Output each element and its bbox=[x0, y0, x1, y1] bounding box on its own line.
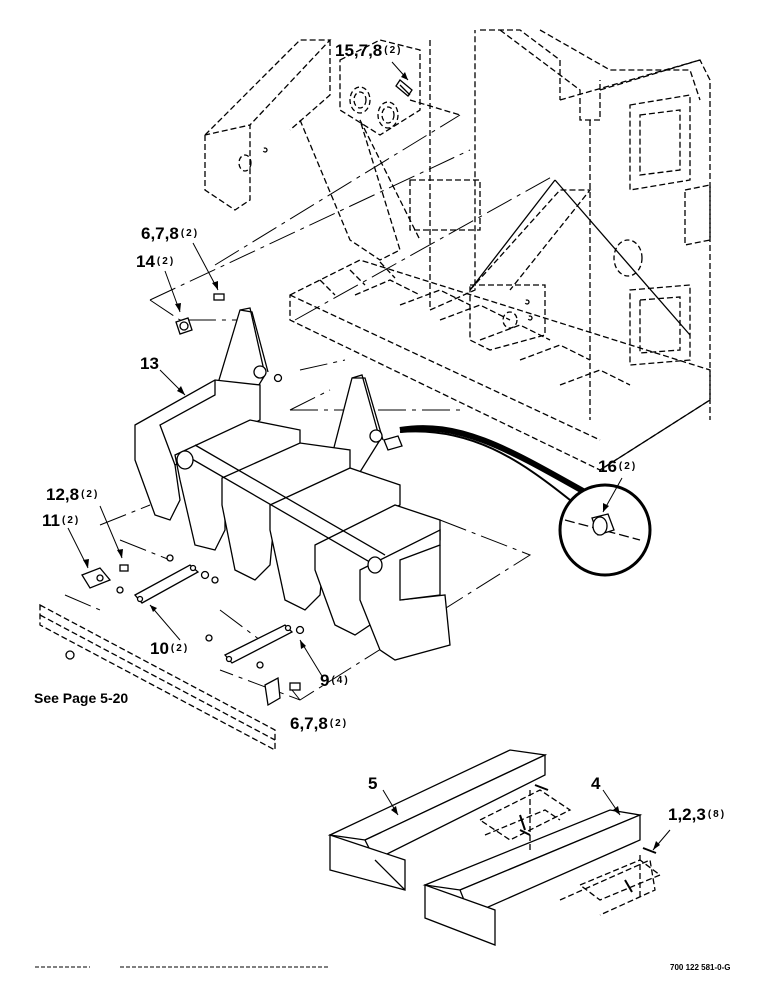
leader-arrowheads bbox=[83, 72, 660, 850]
wear-strip-mounts bbox=[478, 789, 662, 916]
callout-quantity: (2) bbox=[170, 643, 190, 654]
callout-quantity: (2) bbox=[180, 228, 200, 239]
callout-13: 13 bbox=[140, 355, 161, 373]
callout-12-8: 12,8(2) bbox=[46, 486, 99, 504]
callout-number: 4 bbox=[591, 774, 601, 793]
callout-number: 6,7,8 bbox=[290, 714, 328, 733]
callout-quantity: (2) bbox=[156, 256, 176, 267]
callout-quantity: (2) bbox=[61, 515, 81, 526]
callout-5: 5 bbox=[368, 775, 379, 793]
callout-number: 15,7,8 bbox=[335, 41, 383, 60]
wear-strip-hardware bbox=[519, 784, 657, 893]
callout-quantity: (8) bbox=[707, 809, 727, 820]
callout-number: 10 bbox=[150, 639, 169, 658]
angle-rail bbox=[39, 603, 276, 752]
wear-strip-5 bbox=[327, 749, 548, 891]
machine-frame bbox=[204, 29, 711, 471]
callout-10: 10(2) bbox=[150, 640, 189, 658]
callout-quantity: (2) bbox=[329, 718, 349, 729]
callout-number: 5 bbox=[368, 774, 378, 793]
callout-15-7-8: 15,7,8(2) bbox=[335, 42, 403, 60]
hardware bbox=[65, 79, 413, 691]
callout-number: 11 bbox=[42, 511, 60, 530]
page-reference-note: See Page 5-20 bbox=[34, 690, 129, 706]
callout-quantity: (4) bbox=[331, 675, 350, 686]
callout-number: 13 bbox=[140, 354, 159, 373]
assembly-lines bbox=[64, 114, 556, 701]
frame-bores bbox=[238, 86, 643, 329]
callout-14: 14(2) bbox=[136, 253, 175, 271]
cross-shaft bbox=[176, 365, 386, 574]
crop-guides bbox=[134, 379, 451, 661]
callout-16: 16(2) bbox=[598, 458, 637, 476]
link-straps bbox=[133, 564, 294, 707]
frame-edge-solid bbox=[469, 179, 711, 471]
drawing-number: 700 122 581-0-G bbox=[670, 963, 731, 972]
callout-6-7-8-upper: 6,7,8(2) bbox=[141, 225, 199, 243]
callout-9: 9(4) bbox=[320, 672, 350, 690]
callout-4: 4 bbox=[591, 775, 602, 793]
wear-strip-4 bbox=[422, 809, 643, 946]
callout-quantity: (2) bbox=[81, 489, 100, 500]
callout-number: 9 bbox=[320, 671, 330, 690]
callout-number: 16 bbox=[598, 457, 617, 476]
callout-6-7-8-lower: 6,7,8(2) bbox=[290, 715, 348, 733]
callout-1-2-3: 1,2,3(8) bbox=[668, 806, 726, 824]
callout-number: 1,2,3 bbox=[668, 805, 706, 824]
callout-number: 12,8 bbox=[46, 485, 80, 504]
callout-quantity: (2) bbox=[618, 461, 638, 472]
callout-quantity: (2) bbox=[384, 45, 403, 56]
callout-number: 6,7,8 bbox=[141, 224, 179, 243]
callout-number: 14 bbox=[136, 252, 155, 271]
detail-view-16 bbox=[399, 425, 652, 577]
callout-11: 11(2) bbox=[42, 512, 80, 530]
